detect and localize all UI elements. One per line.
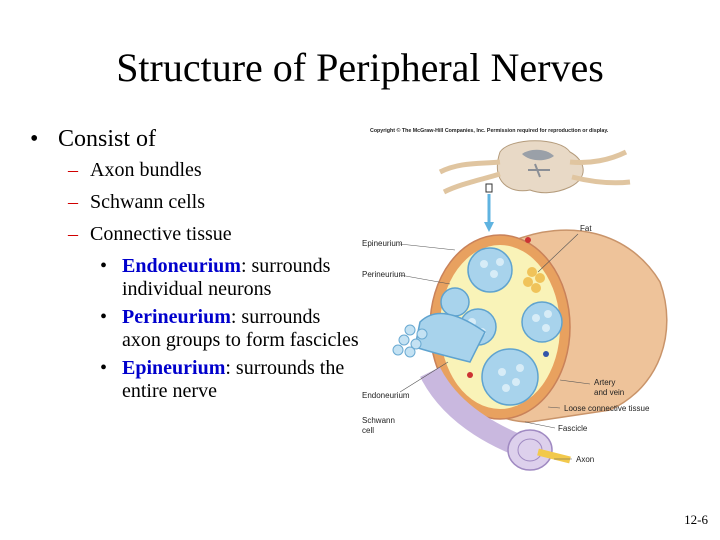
bullet-list: • Consist of – Axon bundles – Schwann ce…: [30, 124, 360, 403]
label-perineurium: Perineurium: [362, 270, 405, 279]
term-endoneurium: Endoneurium: [122, 255, 241, 277]
definition-text: : surrounds individual neurons: [122, 255, 331, 300]
leader-lines: [399, 233, 591, 460]
bullet-dot: •: [100, 306, 108, 328]
term-perineurium: Perineurium: [122, 306, 231, 328]
label-fat: Fat: [580, 224, 592, 233]
bullet-text: Schwann cells: [90, 191, 205, 213]
label-loose-connective-tissue: Loose connective tissue: [564, 404, 650, 413]
bullet-level2: – Connective tissue: [30, 218, 360, 250]
label-artery-1: Artery: [594, 378, 615, 387]
definition-text: : surrounds axon groups to form fascicle…: [122, 306, 359, 351]
bullet-content: Epineurium: surrounds the entire nerve: [122, 357, 360, 403]
bullet-text: Consist of: [58, 126, 157, 152]
zoom-marker: [485, 183, 493, 193]
definition-text: : surrounds the entire nerve: [122, 357, 345, 402]
label-axon: Axon: [576, 455, 594, 464]
bullet-level3: • Endoneurium: surrounds individual neur…: [30, 255, 360, 301]
bullet-text: Axon bundles: [90, 159, 202, 181]
bullet-level1: • Consist of: [30, 124, 360, 154]
bullet-dash: –: [68, 191, 78, 213]
term-epineurium: Epineurium: [122, 357, 226, 379]
bullet-dot: •: [30, 126, 39, 152]
bullet-content: Endoneurium: surrounds individual neuron…: [122, 255, 360, 301]
axon-bundle: [392, 312, 571, 471]
nerve-illustration: Fat Epineurium Perineurium Endoneurium S…: [362, 140, 668, 471]
bullet-dash: –: [68, 223, 78, 245]
label-schwann-cell-1: Schwann: [362, 416, 395, 425]
slide-title: Structure of Peripheral Nerves: [116, 45, 604, 90]
bullet-dash: –: [68, 159, 78, 181]
bullet-level2: – Axon bundles: [30, 154, 360, 186]
bullet-level3: • Perineurium: surrounds axon groups to …: [30, 306, 360, 352]
bullet-dot: •: [100, 255, 108, 277]
label-epineurium: Epineurium: [362, 239, 403, 248]
bullet-content: Perineurium: surrounds axon groups to fo…: [122, 306, 360, 352]
nerve-body: [429, 229, 668, 423]
label-schwann-cell-2: cell: [362, 426, 374, 435]
bullet-dot: •: [100, 357, 108, 379]
page-number: 12-6: [684, 512, 708, 527]
bullet-level3: • Epineurium: surrounds the entire nerve: [30, 357, 360, 403]
copyright-notice: Copyright © The McGraw-Hill Companies, I…: [370, 128, 609, 134]
spinal-cord-icon: [438, 140, 631, 195]
bullet-level2: – Schwann cells: [30, 186, 360, 218]
bullet-text: Connective tissue: [90, 223, 232, 245]
label-endoneurium: Endoneurium: [362, 391, 410, 400]
label-fascicle: Fascicle: [558, 424, 588, 433]
label-artery-2: and vein: [594, 388, 624, 397]
